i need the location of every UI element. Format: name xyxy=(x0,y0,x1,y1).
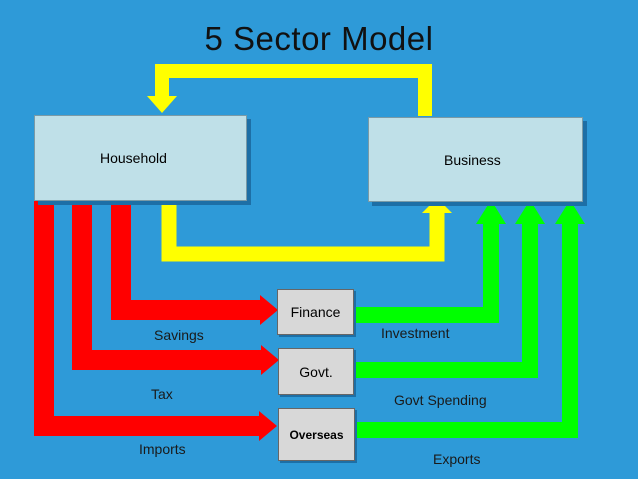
household-sector: Household xyxy=(34,115,247,201)
red-savings-flow xyxy=(111,200,262,320)
yellow-bottom-flow xyxy=(161,203,445,262)
exports-label: Exports xyxy=(433,451,481,467)
red-tax-flow xyxy=(72,200,263,370)
diagram-title: 5 Sector Model xyxy=(204,20,434,57)
green-investment-flow xyxy=(355,222,499,323)
red-imports-arrowhead xyxy=(259,411,277,441)
red-savings-arrowhead xyxy=(260,295,278,325)
govt-label: Govt. xyxy=(299,363,333,380)
investment-label: Investment xyxy=(381,325,450,341)
yellow-top-flow xyxy=(155,64,432,116)
green-govt-spending-arrowhead xyxy=(515,200,545,224)
finance-label: Finance xyxy=(290,304,341,320)
overseas-sector: Overseas xyxy=(278,408,355,461)
business-label: Business xyxy=(444,151,501,168)
govt-spending-label: Govt Spending xyxy=(394,392,487,408)
green-exports-flow xyxy=(355,222,578,438)
green-govt-spending-flow xyxy=(355,222,538,378)
tax-label: Tax xyxy=(151,386,173,402)
business-sector: Business xyxy=(368,117,583,202)
household-label: Household xyxy=(100,150,167,166)
savings-label: Savings xyxy=(154,327,204,343)
yellow-bottom-arrowhead xyxy=(422,198,452,213)
yellow-top-arrowhead xyxy=(147,96,177,113)
green-investment-arrowhead xyxy=(476,200,506,224)
green-exports-arrowhead xyxy=(555,200,585,224)
red-tax-arrowhead xyxy=(261,345,279,375)
red-imports-flow xyxy=(34,200,261,436)
overseas-label: Overseas xyxy=(289,427,344,442)
finance-sector: Finance xyxy=(277,289,354,335)
imports-label: Imports xyxy=(139,441,186,457)
govt-sector: Govt. xyxy=(278,348,354,395)
